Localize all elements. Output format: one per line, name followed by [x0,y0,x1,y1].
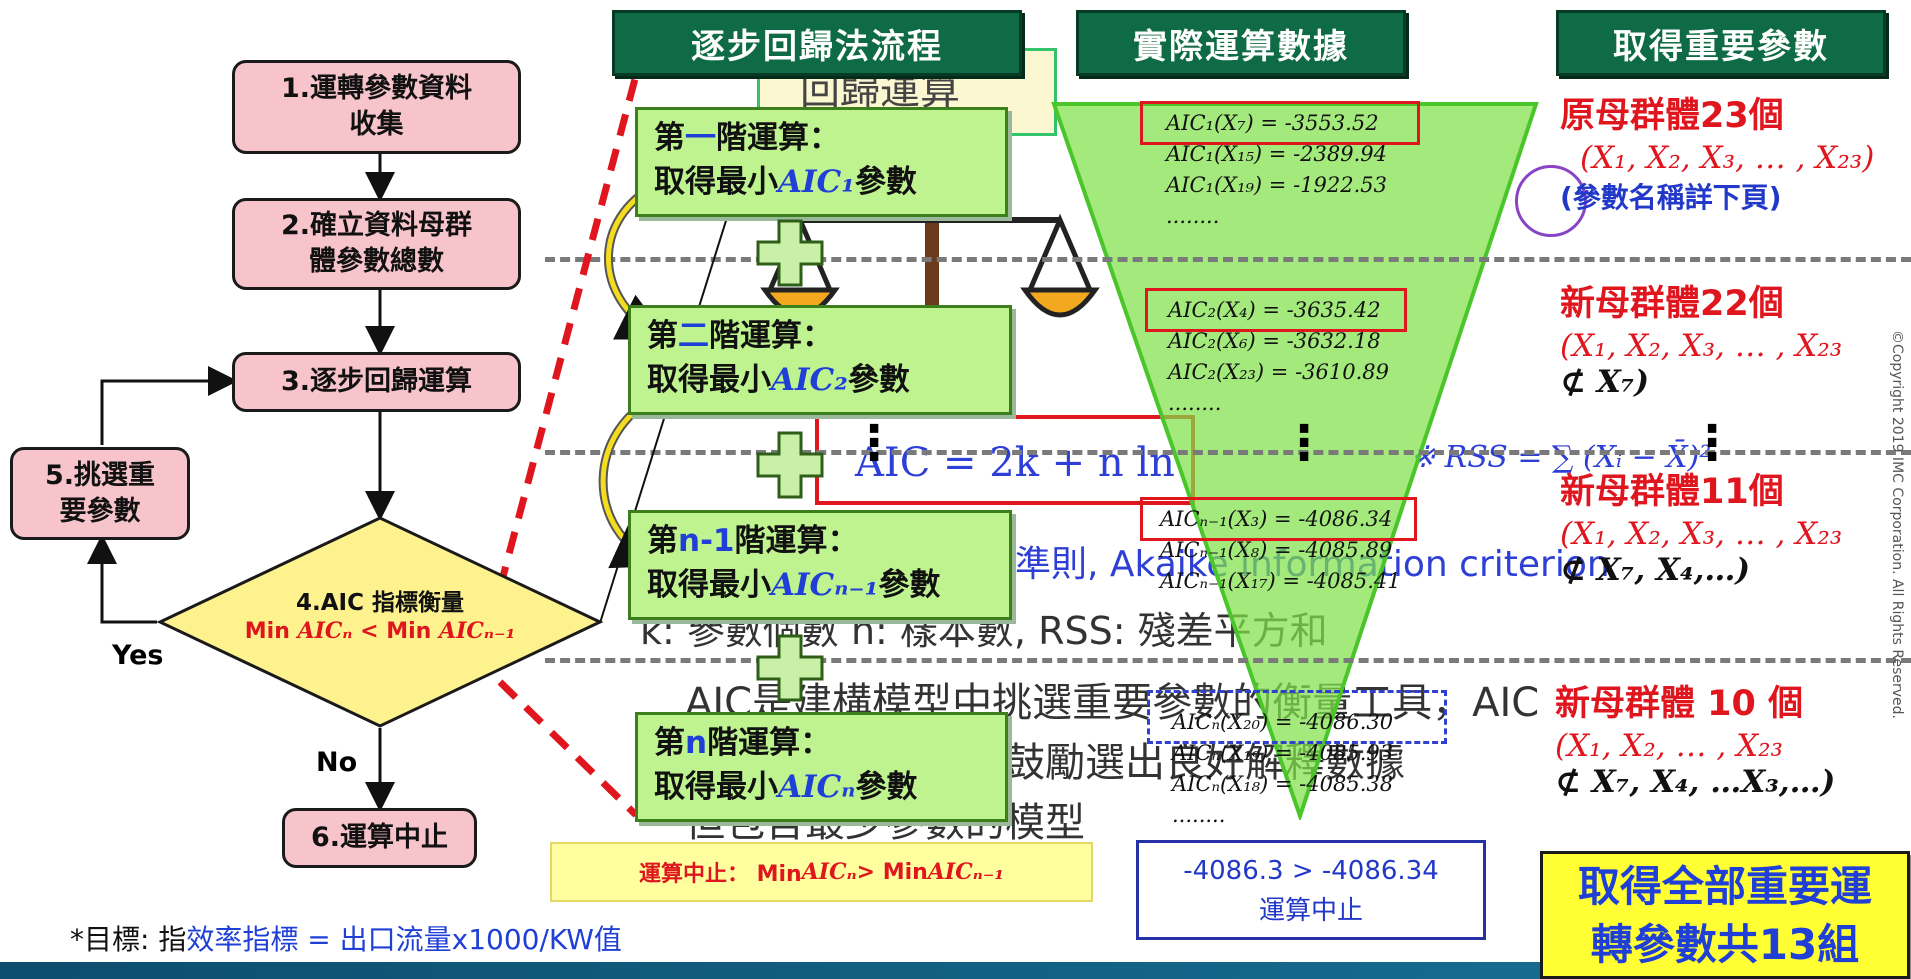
aic-group-4: AICₙ(X₂₀) = -4086.30 AICₙ(X₁₉) = -4085.9… [1172,707,1393,831]
flow-node-4-diamond [157,516,603,728]
pop-3-title: 新母群體11個 [1560,472,1784,512]
aic-n-item-3: AICₙ(X₁₈) = -4085.38 [1172,772,1394,796]
plus-icon-3 [756,634,824,702]
vdots-2: ⋮ [1688,415,1736,471]
final-line-2: 轉參數共13組 [1590,920,1860,969]
aic-group-2: AIC₂(X₄) = -3635.42 AIC₂(X₆) = -3632.18 … [1168,295,1389,419]
aic-n-1-highlight [1140,497,1417,541]
vdots-3: ⋮ [850,415,898,471]
aic-group-3: AICₙ₋₁(X₃) = -4086.34 AICₙ₋₁(X₈) = -4085… [1160,504,1401,597]
step-2-box: 第二階運算： 取得最小AIC₂參數 [628,305,1012,415]
cond-aicn1: AICₙ₋₁ [439,618,516,644]
plus-icon-2 [756,431,824,499]
pop-1-set: (X₁, X₂, X₃, … , X₂₃) [1580,140,1875,176]
aic-1-more: ........ [1166,204,1220,228]
aic-n-1-item-1: AICₙ₋₁(X₃) = -4086.34 [1160,507,1393,531]
pop-2-excl: ⊄ X₇) [1560,364,1650,400]
final-result-box: 取得全部重要運 轉參數共13組 [1540,851,1910,979]
aic-n-highlight [1147,690,1447,744]
header-data: 實際運算數據 [1076,10,1406,76]
aic-n-1-item-2: AICₙ₋₁(X₈) = -4085.89 [1160,538,1393,562]
bg-rss: ※ RSS = ∑ (Xᵢ − X̄)² [1410,440,1712,475]
aic-2-item-1: AIC₂(X₄) = -3635.42 [1168,298,1381,322]
purple-circle [1515,165,1587,237]
step-n-1-box: 第n-1階運算： 取得最小AICₙ₋₁參數 [628,510,1012,620]
aic-2-more: ........ [1168,391,1222,415]
flow-node-1: 1.運轉參數資料 收集 [232,60,521,154]
vdots-1: ⋮ [1280,415,1328,471]
pop-2-title: 新母群體22個 [1560,284,1784,324]
copyright-text: ©Copyright 2019 IMC Corporation. All Rig… [1889,330,1905,719]
pop-2: 新母群體22個 (X₁, X₂, X₃, … , X₂₃ ⊄ X₇) [1560,280,1842,400]
separator-2 [545,450,1911,455]
aic-1-item-2: AIC₁(X₁₅) = -2389.94 [1166,142,1388,166]
flow-node-4-cond: Min AICₙ < Min AICₙ₋₁ [157,618,603,644]
plus-icon-1 [756,219,824,287]
pop-3-set: (X₁, X₂, X₃, … , X₂₃ [1560,516,1843,552]
flow-node-3: 3.逐步回歸運算 [232,352,521,412]
header-params: 取得重要參數 [1556,10,1886,76]
flow-yes-label: Yes [112,640,164,671]
aic-n-item-1: AICₙ(X₂₀) = -4086.30 [1172,710,1394,734]
header-process: 逐步回歸法流程 [612,10,1022,76]
compare-stop: 運算中止 [1258,896,1363,926]
aic-n-item-2: AICₙ(X₁₉) = -4085.93 [1172,741,1394,765]
separator-1 [545,257,1911,262]
pop-3: 新母群體11個 (X₁, X₂, X₃, … , X₂₃ ⊄ X₇, X₄,…) [1560,468,1842,588]
pop-1-note: (參數名稱詳下頁) [1560,181,1782,214]
aic-2-item-2: AIC₂(X₆) = -3632.18 [1168,329,1381,353]
step-1-box: 第一階運算： 取得最小AIC₁參數 [635,107,1008,217]
cond-lt: < Min [352,619,440,644]
stop-condition-box: 運算中止： Min AICₙ > Min AICₙ₋₁ [550,842,1093,902]
flow-node-2: 2.確立資料母群 體參數總數 [232,198,521,290]
aic-1-item-3: AIC₁(X₁₉) = -1922.53 [1166,173,1388,197]
flow-node-4-title: 4.AIC 指標衡量 [296,590,464,616]
pop-1-title: 原母群體23個 [1560,96,1784,136]
aic-n-more: ........ [1172,803,1226,827]
final-line-1: 取得全部重要運 [1577,862,1872,911]
bottom-bar [0,962,1540,979]
flow-node-6: 6.運算中止 [282,808,477,868]
cond-aicn: AICₙ [297,618,353,644]
pop-1: 原母群體23個 (X₁, X₂, X₃, … , X₂₃) (參數名稱詳下頁) [1560,92,1874,216]
aic-n-1-item-3: AICₙ₋₁(X₁₇) = -4085.41 [1160,569,1401,593]
footnote: *目標: 指效率指標 = 出口流量x1000/KW值 [70,923,622,956]
flow-no-label: No [316,747,358,778]
pop-3-excl: ⊄ X₇, X₄,…) [1560,552,1751,588]
pop-4-set: (X₁, X₂, … , X₂₃ [1555,728,1783,764]
aic-2-highlight [1145,288,1407,332]
aic-1-item-1: AIC₁(X₇) = -3553.52 [1166,111,1379,135]
aic-2-item-3: AIC₂(X₂₃) = -3610.89 [1168,360,1390,384]
compare-values: -4086.3 > -4086.34 [1183,856,1439,886]
flow-node-5: 5.挑選重 要參數 [10,447,190,540]
cond-min-1: Min [244,619,298,644]
bg-formula: AIC = 2k + n ln [855,440,1175,486]
step-n-box: 第n階運算： 取得最小AICₙ參數 [635,712,1008,822]
pop-2-set: (X₁, X₂, X₃, … , X₂₃ [1560,328,1843,364]
aic-group-1: AIC₁(X₇) = -3553.52 AIC₁(X₁₅) = -2389.94… [1166,108,1387,232]
pop-4-title: 新母群體 10 個 [1555,684,1804,724]
pop-4: 新母群體 10 個 (X₁, X₂, … , X₂₃ ⊄ X₇, X₄, …X₃… [1555,680,1835,800]
pop-4-excl: ⊄ X₇, X₄, …X₃,…) [1555,764,1836,800]
funnel [1051,102,1539,820]
aic-1-highlight [1140,101,1420,145]
separator-3 [545,658,1911,663]
compare-box: -4086.3 > -4086.34 運算中止 [1136,840,1486,940]
